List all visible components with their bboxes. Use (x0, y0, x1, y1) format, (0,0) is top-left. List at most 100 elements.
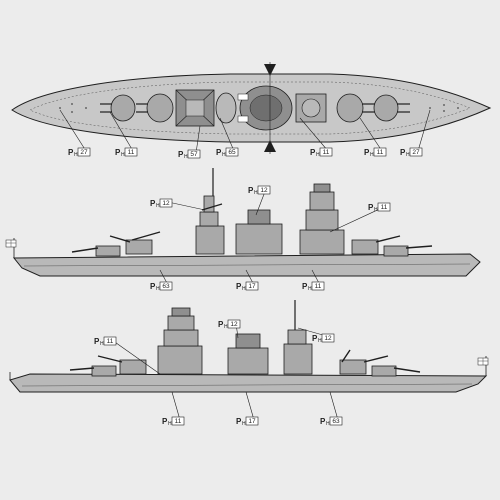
side-view-1-flag (5, 238, 17, 258)
top-view-funnel (215, 92, 237, 124)
top-view-deck-fittings (59, 103, 459, 113)
callout-part-number: 17 (248, 283, 256, 290)
callout-subscript: H (318, 338, 322, 344)
callout-prefix: P (364, 148, 370, 157)
callout-prefix: P (302, 282, 308, 291)
top-view-midship-structure (237, 85, 293, 131)
callout-part-box (171, 416, 185, 426)
callout-part-number: 12 (260, 187, 268, 194)
callout-part-box (187, 149, 201, 159)
callout-part-box (319, 147, 333, 157)
side-view-1 (5, 168, 481, 277)
callout-part-box (225, 147, 239, 157)
callout-leader-line (359, 117, 383, 152)
callout-subscript: H (316, 152, 320, 158)
callout-subscript: H (254, 190, 258, 196)
top-view (11, 62, 492, 154)
callout-prefix: P (236, 282, 242, 291)
side-view-2 (9, 300, 489, 393)
callout-part-number: 11 (128, 149, 135, 156)
side-view-1-superstructure (95, 183, 409, 257)
callout-leader-line (245, 391, 255, 421)
callout-part-number: 11 (377, 149, 384, 156)
side-view-1-guns (71, 231, 433, 253)
callout-prefix: P (218, 320, 224, 329)
callout-part-number: 12 (162, 200, 170, 207)
callout-part-box (311, 281, 325, 291)
callout-subscript: H (74, 152, 78, 158)
callout-prefix: P (162, 417, 168, 426)
side-view-2-boot-line (21, 383, 473, 387)
callout-part-box (227, 319, 241, 329)
top-view-bridge-block (175, 89, 215, 127)
callout-part-box (257, 185, 271, 195)
callout-leader-line (329, 391, 339, 421)
callout-prefix: P (320, 417, 326, 426)
callout-prefix: P (248, 186, 254, 195)
callout-leader-line (109, 111, 134, 152)
callout-part-box (409, 147, 423, 157)
callout-part-box (245, 281, 259, 291)
callout-leader-line (195, 125, 201, 154)
callout-leader-line (167, 201, 206, 211)
callout-prefix: P (400, 148, 406, 157)
callout-prefix: P (150, 199, 156, 208)
callout-part-box (321, 333, 335, 343)
callout-part-box (159, 281, 173, 291)
callout-part-number: 63 (332, 418, 340, 425)
callout-subscript: H (121, 152, 125, 158)
callout-leader-line (219, 117, 235, 152)
callout-subscript: H (156, 286, 160, 292)
callout-part-number: 63 (162, 283, 170, 290)
callout-leader-line (299, 117, 329, 152)
top-view-deck-edge (29, 81, 471, 135)
callout-part-number: 11 (381, 204, 388, 211)
callout-part-number: 65 (228, 149, 236, 156)
callout-prefix: P (236, 417, 242, 426)
callout-part-box (77, 147, 91, 157)
callout-prefix: P (115, 148, 121, 157)
callout-subscript: H (406, 152, 410, 158)
callout-part-box (124, 147, 138, 157)
callout-part-number: 27 (412, 149, 420, 156)
callout-subscript: H (374, 207, 378, 213)
callout-part-number: 11 (323, 149, 330, 156)
side-view-2-superstructure (91, 307, 397, 377)
side-view-1-crane (201, 203, 223, 211)
callout-part-box (159, 198, 173, 208)
callout-part-number: 57 (190, 151, 198, 158)
callout-part-box (329, 416, 343, 426)
top-view-turret-3 (336, 93, 376, 123)
callout-prefix: P (310, 148, 316, 157)
callout-prefix: P (216, 148, 222, 157)
callout-prefix: P (68, 148, 74, 157)
callout-subscript: H (222, 152, 226, 158)
callout-part-box (377, 202, 391, 212)
callout-part-number: 12 (324, 335, 332, 342)
side-view-2-hull (9, 373, 488, 393)
callout-subscript: H (308, 286, 312, 292)
callout-prefix: P (94, 337, 100, 346)
callout-part-box (245, 416, 259, 426)
callout-part-number: 12 (230, 321, 238, 328)
callout-subscript: H (156, 203, 160, 209)
callout-leader-line (417, 109, 431, 152)
